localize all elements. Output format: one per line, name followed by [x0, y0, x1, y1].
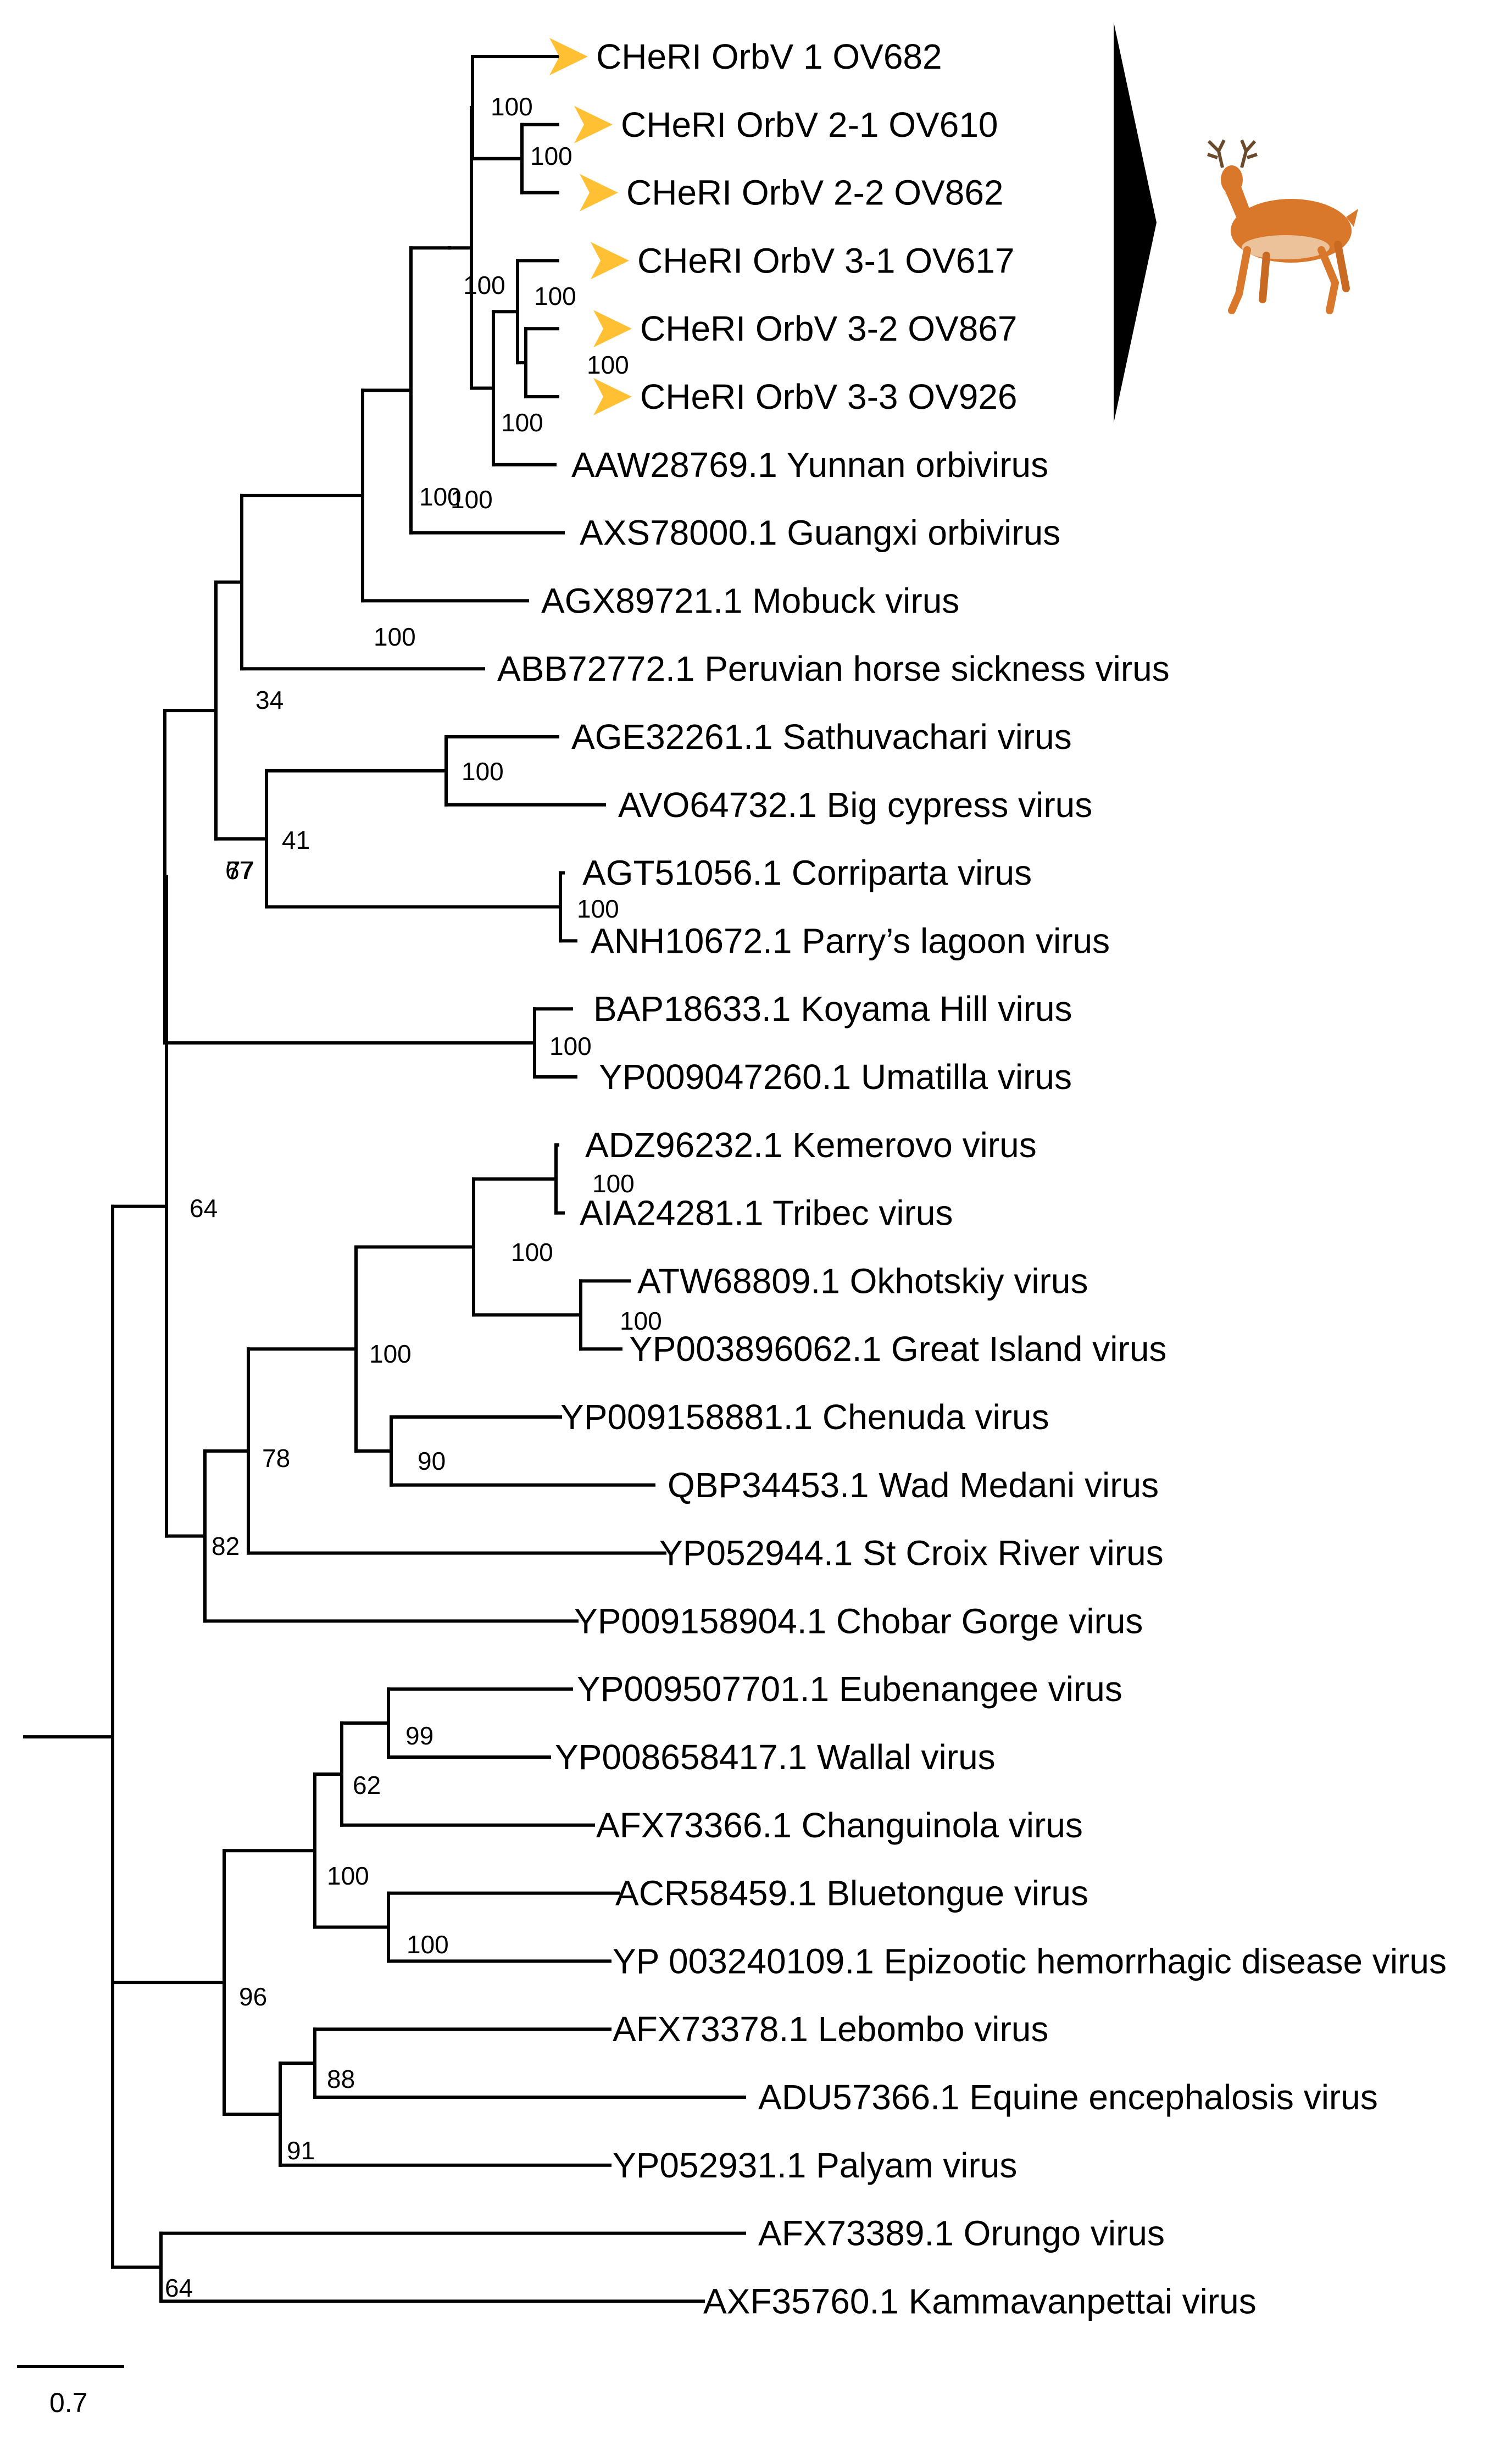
bootstrap-okhotskiy-greatisland: 100 [620, 1307, 662, 1335]
tip-label-afx73389: AFX73389.1 Orungo virus [758, 2214, 1165, 2253]
tree-branches [23, 55, 746, 2303]
tip-label-axf35760: AXF35760.1 Kammavanpettai virus [703, 2281, 1257, 2321]
bootstrap-kemerovo-chenuda: 100 [369, 1340, 412, 1368]
tip-label-aaw28769: AAW28769.1 Yunnan orbivirus [571, 445, 1048, 485]
tip-label-aia24281: AIA24281.1 Tribec virus [580, 1193, 953, 1233]
tip-label-yp052931: YP052931.1 Palyam virus [613, 2146, 1017, 2185]
tip-label-yp003240109: YP 003240109.1 Epizootic hemorrhagic dis… [613, 1941, 1447, 1981]
tip-label-afx73366: AFX73366.1 Changuinola virus [596, 1805, 1083, 1845]
bootstrap-sathuvachari-bigcypress: 100 [462, 757, 504, 786]
highlight-arrow-icon [591, 242, 629, 280]
tip-label-ov610: CHeRI OrbV 2-1 OV610 [621, 105, 998, 145]
tip-label-agx89721: AGX89721.1 Mobuck virus [541, 581, 959, 620]
bootstrap-phs-clade: 100 [374, 623, 416, 651]
tip-label-axs78000: AXS78000.1 Guangxi orbivirus [580, 513, 1060, 553]
bootstrap-lebombo-equine: 88 [327, 2065, 355, 2093]
highlight-arrow-icon [549, 38, 588, 75]
bootstrap-ov610-ov862: 100 [530, 142, 572, 170]
bootstrap-bluetongue-ehd: 100 [407, 1930, 449, 1959]
tip-label-adz96232: ADZ96232.1 Kemerovo virus [585, 1125, 1037, 1165]
bootstrap-orbv1-orbv2: 100 [491, 92, 533, 121]
highlight-arrow-icon [580, 174, 618, 212]
bootstrap-culicoides-group: 96 [239, 1982, 267, 2011]
tip-label-ov682: CHeRI OrbV 1 OV682 [596, 37, 942, 76]
triangle-bracket-icon [1114, 22, 1157, 423]
bootstrap-chobar-group: 82 [212, 1532, 240, 1560]
deer-icon [1207, 139, 1358, 314]
bootstrap-eubenangee-wallal: 99 [405, 1721, 433, 1750]
bootstrap-chenuda-wadmedani: 90 [418, 1447, 446, 1475]
bootstrap-phs-sathuvachari: 34 [255, 686, 284, 714]
bootstrap-mobuck-clade: 100 [419, 482, 462, 511]
tip-label-afx73378: AFX73378.1 Lebombo virus [613, 2009, 1048, 2049]
scale-bar-label: 0.7 [49, 2387, 88, 2418]
scale-bar: 0.7 [17, 2365, 124, 2418]
bootstrap-stcroix-group: 78 [262, 1444, 290, 1472]
tip-label-yp009507701: YP009507701.1 Eubenangee virus [577, 1669, 1122, 1709]
tip-label-age32261: AGE32261.1 Sathuvachari virus [571, 717, 1072, 757]
tip-label-bap18633: BAP18633.1 Koyama Hill virus [593, 989, 1072, 1029]
tip-label-acr58459: ACR58459.1 Bluetongue virus [615, 1874, 1088, 1913]
tip-label-qbp34453: QBP34453.1 Wad Medani virus [668, 1465, 1159, 1505]
highlight-arrow-icon [593, 378, 632, 415]
tip-label-anh10672: ANH10672.1 Parry’s lagoon virus [591, 921, 1110, 960]
bootstrap-group-77: 77 [226, 856, 254, 885]
tip-label-yp009047260: YP009047260.1 Umatilla virus [599, 1057, 1072, 1097]
tip-label-ov617: CHeRI OrbV 3-1 OV617 [637, 241, 1015, 280]
tip-label-yp009158881: YP009158881.1 Chenuda virus [560, 1397, 1049, 1437]
tip-label-agt51056: AGT51056.1 Corriparta virus [582, 853, 1032, 893]
bootstrap-corriparta-group: 41 [282, 826, 310, 854]
tip-label-ov867: CHeRI OrbV 3-2 OV867 [640, 309, 1018, 348]
tip-label-yp008658417: YP008658417.1 Wallal virus [555, 1737, 996, 1777]
bootstrap-bluetongue-changuinola: 100 [327, 1861, 369, 1890]
highlight-arrow-icon [593, 310, 632, 348]
tip-label-yp009158904: YP009158904.1 Chobar Gorge virus [574, 1601, 1143, 1641]
tip-label-abb72772: ABB72772.1 Peruvian horse sickness virus [497, 649, 1170, 688]
bootstrap-cheri-all: 100 [463, 271, 505, 299]
highlight-arrow-icon [574, 105, 613, 143]
bootstrap-changuinola-group: 62 [353, 1771, 381, 1799]
bootstrap-guangxi-clade: 100 [451, 485, 493, 514]
bootstrap-orungo-kammavanpettai: 64 [165, 2274, 193, 2302]
bootstrap-ingroup: 64 [190, 1194, 218, 1222]
bootstrap-ov617-clade: 100 [534, 282, 576, 310]
tip-label-adu57366: ADU57366.1 Equine encephalosis virus [758, 2077, 1378, 2117]
bootstrap-kemerovo-great: 100 [511, 1238, 553, 1266]
bootstrap-orbv3-yunnan: 100 [501, 408, 543, 437]
tip-label-ov926: CHeRI OrbV 3-3 OV926 [640, 377, 1018, 416]
tip-label-ov862: CHeRI OrbV 2-2 OV862 [626, 173, 1004, 213]
tip-label-yp003896062: YP003896062.1 Great Island virus [629, 1329, 1166, 1369]
bootstrap-corriparta-parrys: 100 [577, 894, 619, 923]
bootstrap-upper-group: 67 [225, 856, 253, 885]
bootstrap-kemerovo-tribec: 100 [592, 1169, 635, 1198]
bootstrap-ov867-ov926: 100 [587, 351, 629, 379]
bootstrap-koyama-umatilla: 100 [549, 1032, 592, 1060]
tip-label-avo64732: AVO64732.1 Big cypress virus [618, 785, 1092, 825]
bootstrap-labels: 1001001001001001001001001003410010041771… [165, 92, 662, 2302]
tip-label-atw68809: ATW68809.1 Okhotskiy virus [637, 1261, 1088, 1301]
tip-label-yp052944: YP052944.1 St Croix River virus [659, 1533, 1164, 1573]
bootstrap-palyam-group: 91 [287, 2136, 315, 2165]
